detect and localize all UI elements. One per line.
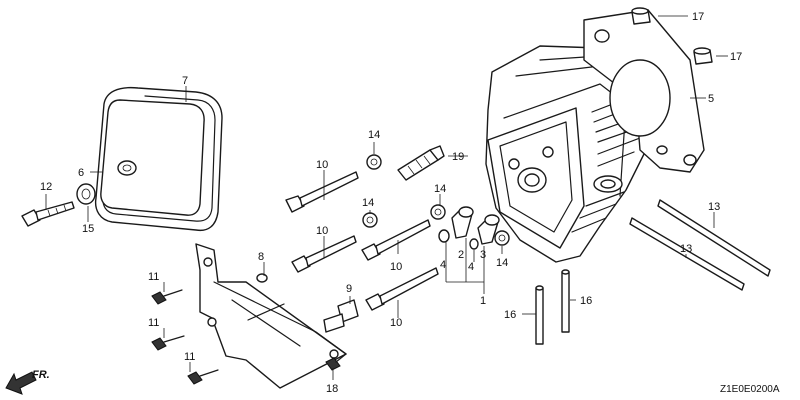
bolt-11-b[interactable]	[151, 335, 185, 351]
callout-4-a: 4	[440, 259, 446, 271]
clip-4-a[interactable]	[438, 229, 450, 243]
callout-12: 12	[40, 181, 52, 193]
bolt-10-middle[interactable]	[291, 235, 357, 273]
callout-11-c: 11	[184, 351, 195, 363]
diagram-code: Z1E0E0200A	[720, 384, 780, 395]
arrow-icon	[5, 371, 37, 395]
bolt-10-top[interactable]	[285, 171, 359, 213]
front-label: FR.	[32, 369, 50, 381]
callout-15: 15	[82, 223, 94, 235]
callout-13-a: 13	[708, 201, 720, 213]
callout-17-b: 17	[730, 51, 742, 63]
bolt-11-c[interactable]	[187, 369, 219, 385]
callout-16-a: 16	[580, 295, 592, 307]
callout-6: 6	[78, 167, 84, 179]
callout-11-b: 11	[148, 317, 159, 329]
bolt-18[interactable]	[325, 353, 347, 371]
cylinder-head[interactable]	[485, 45, 651, 263]
leader-lines	[45, 15, 728, 380]
callout-10-c: 10	[390, 261, 402, 273]
callout-labels: 17 17 5 7 14 19 10 6 12 15 14 10 14 8 11…	[40, 11, 742, 395]
spark-plug-19[interactable]	[397, 145, 445, 181]
callout-7: 7	[182, 75, 188, 87]
callout-9: 9	[346, 283, 352, 295]
washer-15[interactable]	[76, 183, 96, 205]
bolt-10-bottom[interactable]	[365, 267, 439, 311]
stud-bolt-16-b[interactable]	[535, 285, 544, 345]
callout-14-b: 14	[362, 197, 374, 209]
clip-9[interactable]	[323, 299, 359, 333]
callout-4-b: 4	[468, 261, 474, 273]
washer-14-a[interactable]	[366, 154, 382, 170]
callout-18: 18	[326, 383, 338, 395]
bolt-10-center[interactable]	[361, 219, 431, 261]
dowel-pin-17-a[interactable]	[631, 7, 651, 25]
callout-11-a: 11	[148, 271, 159, 283]
valve-guide-3[interactable]	[477, 214, 500, 245]
callout-13-b: 13	[680, 243, 692, 255]
callout-19: 19	[452, 151, 464, 163]
valve-cover[interactable]	[94, 86, 223, 232]
callout-10-a: 10	[316, 159, 328, 171]
callout-17-a: 17	[692, 11, 704, 23]
head-gasket-5[interactable]	[583, 9, 705, 173]
callout-5: 5	[708, 93, 714, 105]
callout-14-d: 14	[496, 257, 508, 269]
front-arrow: FR.	[5, 369, 50, 395]
callout-10-b: 10	[316, 225, 328, 237]
bolt-12[interactable]	[21, 201, 75, 227]
bracket-8[interactable]	[195, 243, 347, 389]
washer-14-d[interactable]	[494, 230, 510, 246]
callout-10-d: 10	[390, 317, 402, 329]
stud-bolt-13-b[interactable]	[629, 217, 745, 291]
valve-guide-2[interactable]	[451, 206, 474, 239]
callout-3: 3	[480, 249, 486, 261]
callout-14-c: 14	[434, 183, 446, 195]
stud-bolt-16-a[interactable]	[561, 269, 570, 333]
callout-2: 2	[458, 249, 464, 261]
bolt-11-a[interactable]	[151, 289, 183, 305]
stud-bolt-13-a[interactable]	[657, 199, 771, 277]
dowel-pin-17-b[interactable]	[693, 47, 713, 65]
washer-14-b[interactable]	[362, 212, 378, 228]
clip-4-b[interactable]	[469, 238, 479, 250]
callout-14-a: 14	[368, 129, 380, 141]
callout-1: 1	[480, 295, 486, 307]
callout-16-b: 16	[504, 309, 516, 321]
callout-8: 8	[258, 251, 264, 263]
washer-14-c[interactable]	[430, 204, 446, 220]
